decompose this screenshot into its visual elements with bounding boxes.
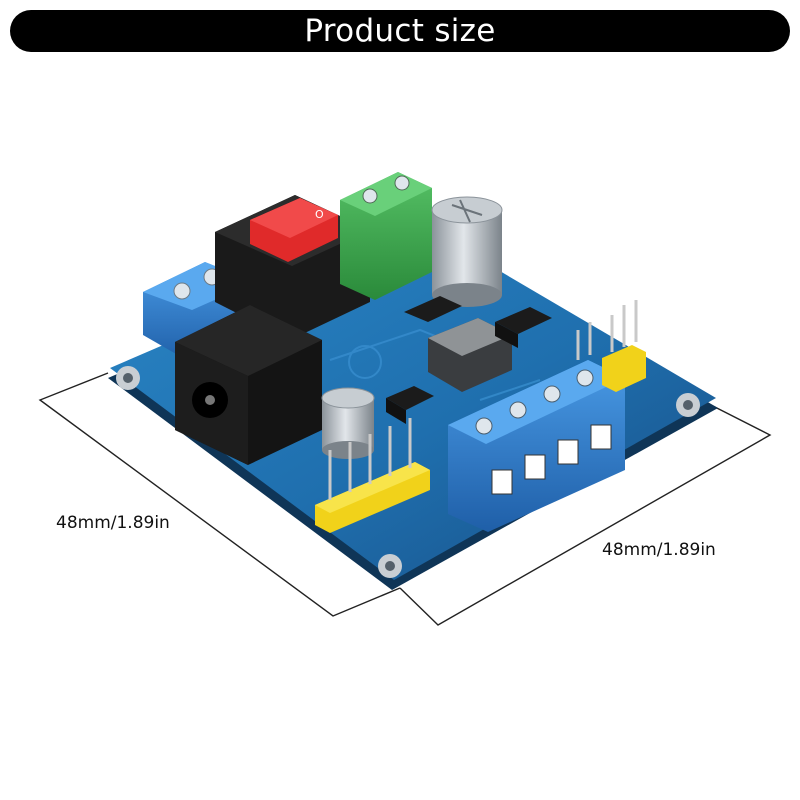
header-pins-right (576, 300, 646, 392)
page-title: Product size (304, 13, 496, 49)
svg-text:O: O (315, 208, 324, 221)
electrolytic-capacitor-small (321, 387, 375, 459)
depth-dimension-label: 48mm/1.89in (602, 540, 716, 560)
blue-terminal-4pin (448, 360, 625, 532)
dc-barrel-jack (175, 305, 322, 465)
power-inductor (428, 318, 512, 392)
dimension-guides (38, 372, 772, 626)
ic-chips (386, 296, 552, 424)
electrolytic-capacitor-large (431, 196, 503, 307)
width-dimension-label: 48mm/1.89in (56, 513, 170, 533)
green-terminal (340, 172, 432, 300)
rocker-switch: O (215, 195, 370, 340)
header-pins-front (315, 418, 430, 533)
mounting-holes (116, 366, 700, 578)
title-banner: Product size (10, 10, 790, 52)
